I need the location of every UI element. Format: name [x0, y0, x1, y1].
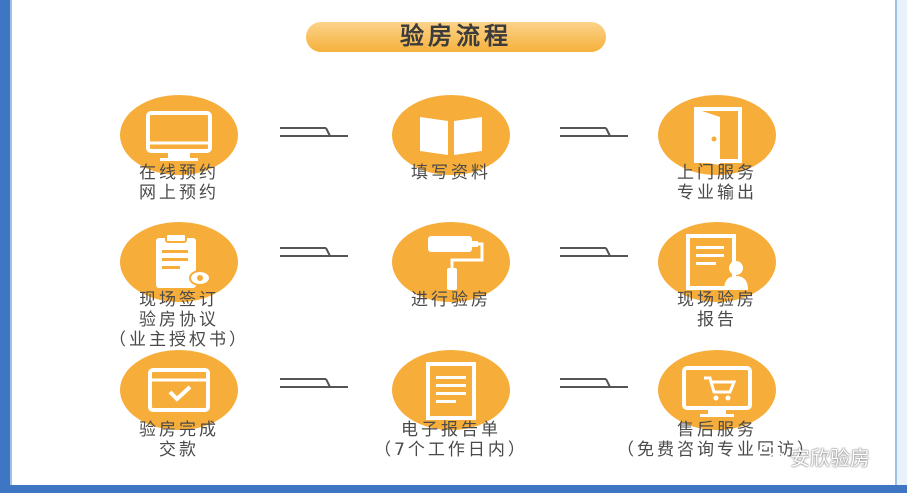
step-4-line-3: （业主授权书）	[109, 330, 249, 350]
door-icon	[694, 107, 742, 165]
step-5-circle	[392, 222, 510, 302]
frame-right-border	[895, 0, 907, 493]
step-6-line-2: 报告	[697, 310, 737, 330]
checked-box-icon	[148, 368, 210, 412]
flow-arrow-5-6	[560, 247, 628, 257]
step-8-line-2: （7个工作日内）	[374, 440, 528, 460]
step-6-label: 现场验房 报告	[597, 290, 837, 330]
step-4-line-2: 验房协议	[139, 310, 219, 330]
step-2-label: 填写资料	[331, 163, 571, 183]
step-9-circle	[658, 350, 776, 430]
step-3-circle	[658, 95, 776, 175]
flow-arrow-1-2	[280, 127, 348, 137]
page-title: 验房流程	[400, 22, 512, 50]
step-1-label: 在线预约 网上预约	[59, 163, 299, 203]
step-3-label: 上门服务 专业输出	[597, 163, 837, 203]
step-4-line-1: 现场签订	[139, 290, 219, 310]
flow-arrow-7-8	[280, 378, 348, 388]
paint-roller-icon	[428, 236, 484, 290]
step-7-line-1: 验房完成	[139, 420, 219, 440]
flow-arrow-8-9	[560, 378, 628, 388]
step-6-line-1: 现场验房	[677, 290, 757, 310]
step-9-label: 售后服务 （免费咨询专业回访）	[557, 420, 877, 460]
step-4-label: 现场签订 验房协议 （业主授权书）	[59, 290, 299, 350]
clipboard-icon	[156, 233, 211, 288]
step-7-line-2: 交款	[159, 440, 199, 460]
step-5-label: 进行验房	[331, 290, 571, 310]
step-6-circle	[658, 222, 776, 302]
step-3-line-2: 专业输出	[677, 183, 757, 203]
step-5-line-1: 进行验房	[411, 290, 491, 310]
step-8-label: 电子报告单 （7个工作日内）	[331, 420, 571, 460]
report-person-icon	[686, 234, 748, 290]
step-8-circle	[392, 350, 510, 430]
open-book-icon	[420, 117, 482, 155]
monitor-icon	[146, 111, 212, 161]
frame-left-border	[0, 0, 10, 493]
step-1-circle	[120, 95, 238, 175]
document-icon	[426, 362, 476, 420]
step-2-line-1: 填写资料	[411, 163, 491, 183]
flow-arrow-4-5	[280, 247, 348, 257]
step-4-circle	[120, 222, 238, 302]
frame-bottom-border	[0, 485, 907, 493]
step-9-line-1: 售后服务	[677, 420, 757, 440]
step-7-circle	[120, 350, 238, 430]
step-8-line-1: 电子报告单	[401, 420, 501, 440]
step-1-line-2: 网上预约	[139, 183, 219, 203]
title-pill	[306, 22, 606, 52]
wechat-icon	[758, 445, 786, 466]
step-9-line-2: （免费咨询专业回访）	[617, 440, 817, 460]
watermark-text: 安欣验房	[790, 446, 870, 470]
flow-arrow-2-3	[560, 127, 628, 137]
step-2-circle	[392, 95, 510, 175]
cart-screen-icon	[682, 366, 752, 417]
step-1-line-1: 在线预约	[139, 163, 219, 183]
frame-left-inner-line	[10, 0, 12, 493]
step-3-line-1: 上门服务	[677, 163, 757, 183]
step-7-label: 验房完成 交款	[59, 420, 299, 460]
frame-right-line	[895, 0, 897, 493]
